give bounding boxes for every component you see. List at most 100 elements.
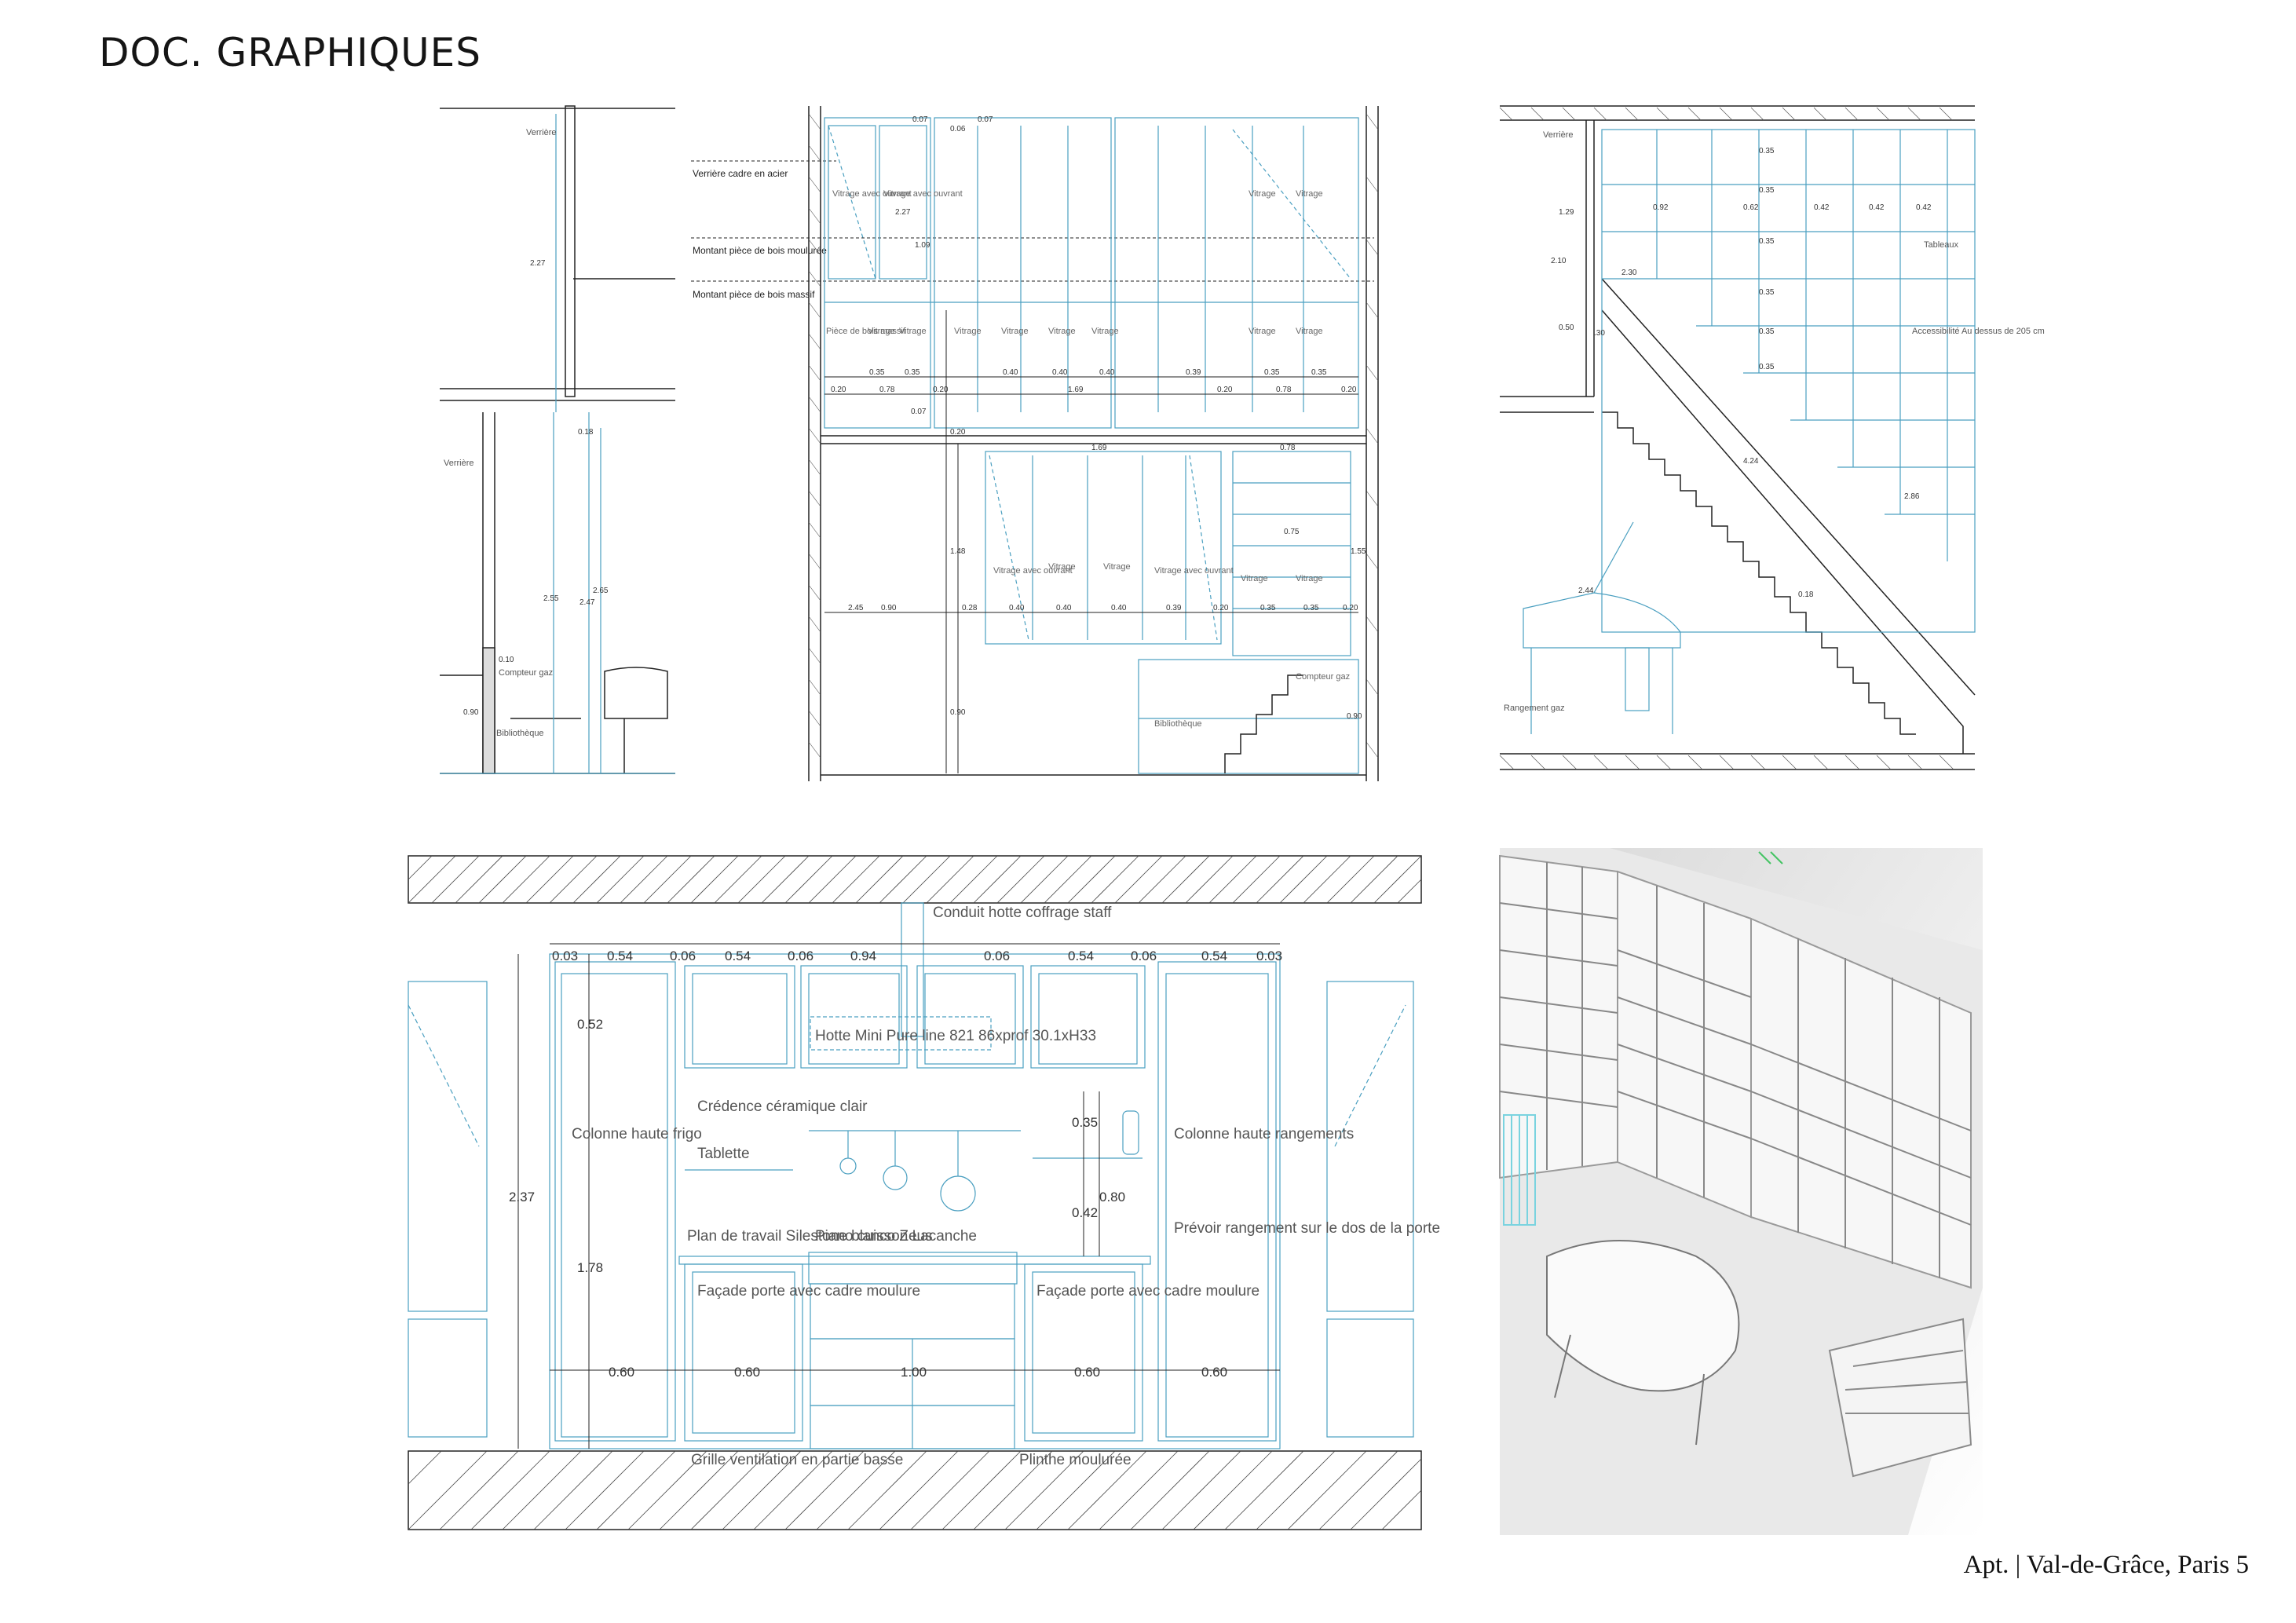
stair-bookshelf-render: [1499, 848, 1983, 1535]
kitchen-bottom-dim-0: 0.60: [609, 1365, 634, 1380]
stair-section-panel: Verrière Tableaux Accessibilité Au dessu…: [1499, 98, 2045, 785]
label-tableaux: Tableaux: [1924, 240, 1959, 250]
label-hotte: Hotte Mini Pure line 821 86xprof 30.1xH3…: [815, 1028, 1096, 1044]
row-label-1: Vitrage: [868, 327, 895, 336]
row-label-10: Vitrage: [1296, 327, 1323, 336]
upper-label-0: Vitrage avec ouvrant: [832, 189, 912, 199]
label-facade-right: Façade porte avec cadre moulure: [1036, 1283, 1260, 1299]
kitchen-top-dim-10: 0.03: [1256, 949, 1282, 963]
label-conduit-hotte: Conduit hotte coffrage staff: [933, 905, 1112, 921]
lower-label-1: Vitrage: [1048, 562, 1076, 572]
section-drawing: Verrière Verrière 2.27 0.18 2.55 2.47 2.…: [440, 105, 675, 774]
dim-d129: 1.29: [1559, 208, 1574, 217]
dim-d050: 0.50: [1559, 324, 1574, 332]
dim-row1-1: 0.35: [905, 368, 920, 377]
label-tablette: Tablette: [697, 1146, 750, 1162]
dim-row3-3: 0.40: [1056, 604, 1072, 612]
dim-d035f: 0.35: [1759, 363, 1775, 371]
label-bibliotheque: Bibliothèque: [496, 729, 544, 738]
label-rangement-gaz: Rangement gaz: [1504, 704, 1565, 713]
kitchen-top-dim-2: 0.06: [670, 949, 696, 963]
note-montant-massif: Montant pièce de bois massif: [693, 289, 815, 300]
dim-d424: 4.24: [1743, 457, 1759, 466]
upper-label-3: Vitrage: [1296, 189, 1323, 199]
dim-d245: 2.45: [848, 604, 864, 612]
kitchen-dim-upper: 0.52: [577, 1017, 603, 1032]
kitchen-top-dim-3: 0.54: [725, 949, 751, 963]
label-plinthe: Plinthe moulurée: [1019, 1452, 1132, 1468]
dim-d020: 0.20: [950, 428, 966, 437]
page-title: DOC. GRAPHIQUES: [99, 30, 481, 75]
dim-row1-0: 0.35: [869, 368, 885, 377]
dim-row3-8: 0.35: [1303, 604, 1319, 612]
lower-label-2: Vitrage: [1103, 562, 1131, 572]
upper-label-1: Vitrage avec ouvrant: [883, 189, 963, 199]
stair-section-drawing: Verrière Tableaux Accessibilité Au dessu…: [1499, 105, 2045, 770]
verriere-elevation-drawing: Verrière cadre en acier Montant pièce de…: [691, 106, 1379, 781]
dim-row1-2: 0.40: [1003, 368, 1018, 377]
dim-row1-4: 0.40: [1099, 368, 1115, 377]
dim-d062: 0.62: [1743, 203, 1759, 212]
dim-row1-3: 0.40: [1052, 368, 1068, 377]
render-image: [1499, 848, 1983, 1535]
dim-row2-4: 0.20: [1217, 386, 1233, 394]
dim-d007b: 0.07: [978, 115, 993, 124]
dim-d035b: 0.35: [1759, 186, 1775, 195]
kitchen-top-dim-1: 0.54: [607, 949, 633, 963]
dim-row3-2: 0.40: [1009, 604, 1025, 612]
dim-d042c: 0.42: [1916, 203, 1932, 212]
footer-caption: Apt. | Val-de-Grâce, Paris 5: [1963, 1551, 2249, 1579]
dim-row3-7: 0.35: [1260, 604, 1276, 612]
dim-row3-4: 0.40: [1111, 604, 1127, 612]
dim-d035a: 0.35: [1759, 147, 1775, 155]
kitchen-dim-column: 1.78: [577, 1260, 603, 1275]
dim-row2-3: 1.69: [1068, 386, 1084, 394]
dim-018: 0.18: [578, 428, 594, 437]
dim-row3-5: 0.39: [1166, 604, 1182, 612]
kitchen-elevation-panel: 0.03 0.54 0.06 0.54 0.06 0.94 0.06 0.54 …: [408, 855, 1440, 1531]
row-label-0: Pièce de bois massif: [826, 327, 906, 336]
note-verriere-acier: Verrière cadre en acier: [693, 168, 788, 179]
lower-label-5: Vitrage: [1296, 574, 1323, 583]
dim-row3-6: 0.20: [1213, 604, 1229, 612]
dim-d210: 2.10: [1551, 257, 1567, 265]
dim-d169: 1.69: [1091, 444, 1107, 452]
dim-row2-2: 0.20: [933, 386, 949, 394]
row-label-9: Vitrage: [1249, 327, 1276, 336]
verriere-elevation-panel: Verrière cadre en acier Montant pièce de…: [683, 98, 1409, 785]
dim-090: 0.90: [463, 708, 479, 717]
label-accessibilite: Accessibilité Au dessus de 205 cm: [1912, 327, 2045, 336]
dim-255: 2.55: [543, 594, 559, 603]
dim-247: 2.47: [579, 598, 595, 607]
dim-d244: 2.44: [1578, 587, 1594, 595]
dim-d042a: 0.42: [1814, 203, 1830, 212]
dim-row3-0: 0.90: [881, 604, 897, 612]
kitchen-dim-080: 0.80: [1099, 1190, 1125, 1204]
kitchen-dim-035: 0.35: [1072, 1115, 1098, 1130]
kitchen-dim-total: 2.37: [509, 1190, 535, 1204]
dim-227: 2.27: [530, 259, 546, 268]
dim-row2-1: 0.78: [879, 386, 895, 394]
row-label-6: Vitrage: [1048, 327, 1076, 336]
kitchen-top-dim-4: 0.06: [788, 949, 813, 963]
dim-265: 2.65: [593, 587, 609, 595]
dim-row2-5: 0.78: [1276, 386, 1292, 394]
label-facade-left: Façade porte avec cadre moulure: [697, 1283, 920, 1299]
label-verriere-stair: Verrière: [1543, 130, 1574, 140]
dim-d109: 1.09: [915, 241, 930, 250]
dim-row2-0: 0.20: [831, 386, 846, 394]
label-credence: Crédence céramique clair: [697, 1098, 868, 1115]
label-verriere-bottom: Verrière: [444, 459, 474, 468]
dim-row3-1: 0.28: [962, 604, 978, 612]
dim-row1-6: 0.35: [1264, 368, 1280, 377]
dim-d078: 0.78: [1280, 444, 1296, 452]
dim-d090c: 0.90: [1347, 712, 1362, 721]
dim-d035d: 0.35: [1759, 288, 1775, 297]
dim-row1-5: 0.39: [1186, 368, 1201, 377]
dim-d018: 0.18: [1798, 590, 1814, 599]
dim-d006: 0.06: [950, 125, 966, 133]
dim-d030: .30: [1594, 329, 1605, 338]
row-label-7: Vitrage: [1091, 327, 1119, 336]
dim-d155: 1.55: [1351, 547, 1366, 556]
section-drawing-panel: Verrière Verrière 2.27 0.18 2.55 2.47 2.…: [440, 98, 675, 785]
